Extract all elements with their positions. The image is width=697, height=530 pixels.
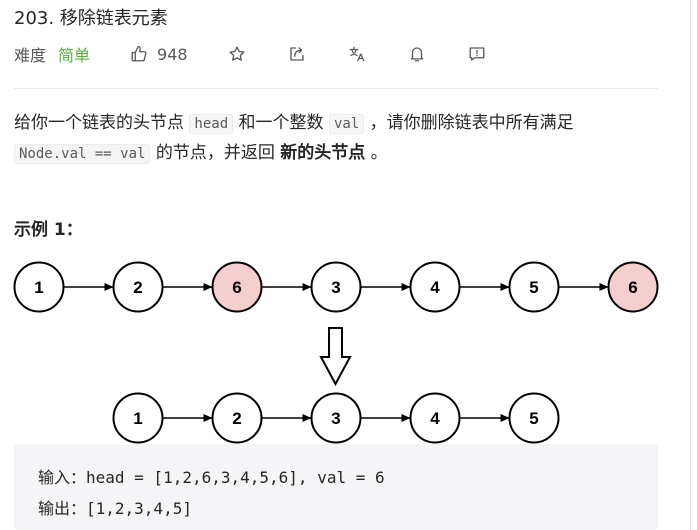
after-node [508, 392, 560, 444]
problem-meta-bar: 难度 简单 948 [14, 41, 488, 67]
after-node-label: 5 [529, 409, 538, 428]
like-count: 948 [157, 44, 188, 64]
before-node-label: 3 [331, 278, 340, 297]
star-icon[interactable] [226, 43, 248, 65]
desc-text: 的节点，并返回 [155, 143, 275, 163]
problem-title: 203. 移除链表元素 [14, 8, 168, 29]
feedback-icon[interactable] [466, 43, 488, 65]
difficulty-value: 简单 [58, 46, 91, 65]
example-code-block: 输入：head = [1,2,6,3,4,5,6], val = 6 输出：[1… [14, 444, 658, 530]
after-node-label: 1 [133, 409, 142, 428]
example-title: 示例 1： [14, 220, 83, 240]
panel-border [690, 0, 691, 530]
desc-text: 。 [370, 143, 388, 163]
desc-text: 和一个整数 [238, 113, 324, 133]
desc-bold: 新的头节点 [280, 143, 366, 163]
example-output: 输出：[1,2,3,4,5] [38, 499, 192, 518]
after-node-label: 4 [430, 409, 440, 428]
code-inline-head: head [189, 114, 234, 134]
before-node-label: 5 [529, 278, 538, 297]
after-node-label: 2 [232, 409, 241, 428]
like-button[interactable]: 948 [128, 43, 188, 65]
before-node-label: 6 [232, 278, 241, 297]
before-node-label: 6 [628, 278, 637, 297]
before-node-label: 1 [34, 278, 43, 297]
list-before: 1 2 6 3 4 5 6 [13, 261, 659, 313]
like-icon [128, 43, 150, 65]
share-icon[interactable] [286, 43, 308, 65]
after-node-label: 3 [331, 409, 340, 428]
before-node-label: 4 [430, 278, 440, 297]
list-after: 1 2 3 4 5 [112, 392, 560, 444]
before-node [607, 261, 659, 313]
down-arrow-icon [319, 327, 352, 387]
code-inline-val: val [328, 114, 365, 134]
problem-description: 给你一个链表的头节点 head 和一个整数 val ，请你删除链表中所有满足 N… [14, 109, 674, 169]
before-node-label: 2 [133, 278, 142, 297]
desc-text: ，请你删除链表中所有满足 [369, 113, 574, 133]
bell-icon[interactable] [406, 43, 428, 65]
translate-icon[interactable] [346, 43, 368, 65]
desc-text: 给你一个链表的头节点 [14, 113, 184, 133]
difficulty-label: 难度 [14, 46, 47, 65]
linked-list-diagram: 1 2 6 3 4 5 6 1 2 3 4 5 [13, 261, 659, 444]
code-inline-condition: Node.val == val [14, 144, 151, 164]
example-input: 输入：head = [1,2,6,3,4,5,6], val = 6 [38, 468, 385, 487]
header-divider [14, 88, 658, 89]
